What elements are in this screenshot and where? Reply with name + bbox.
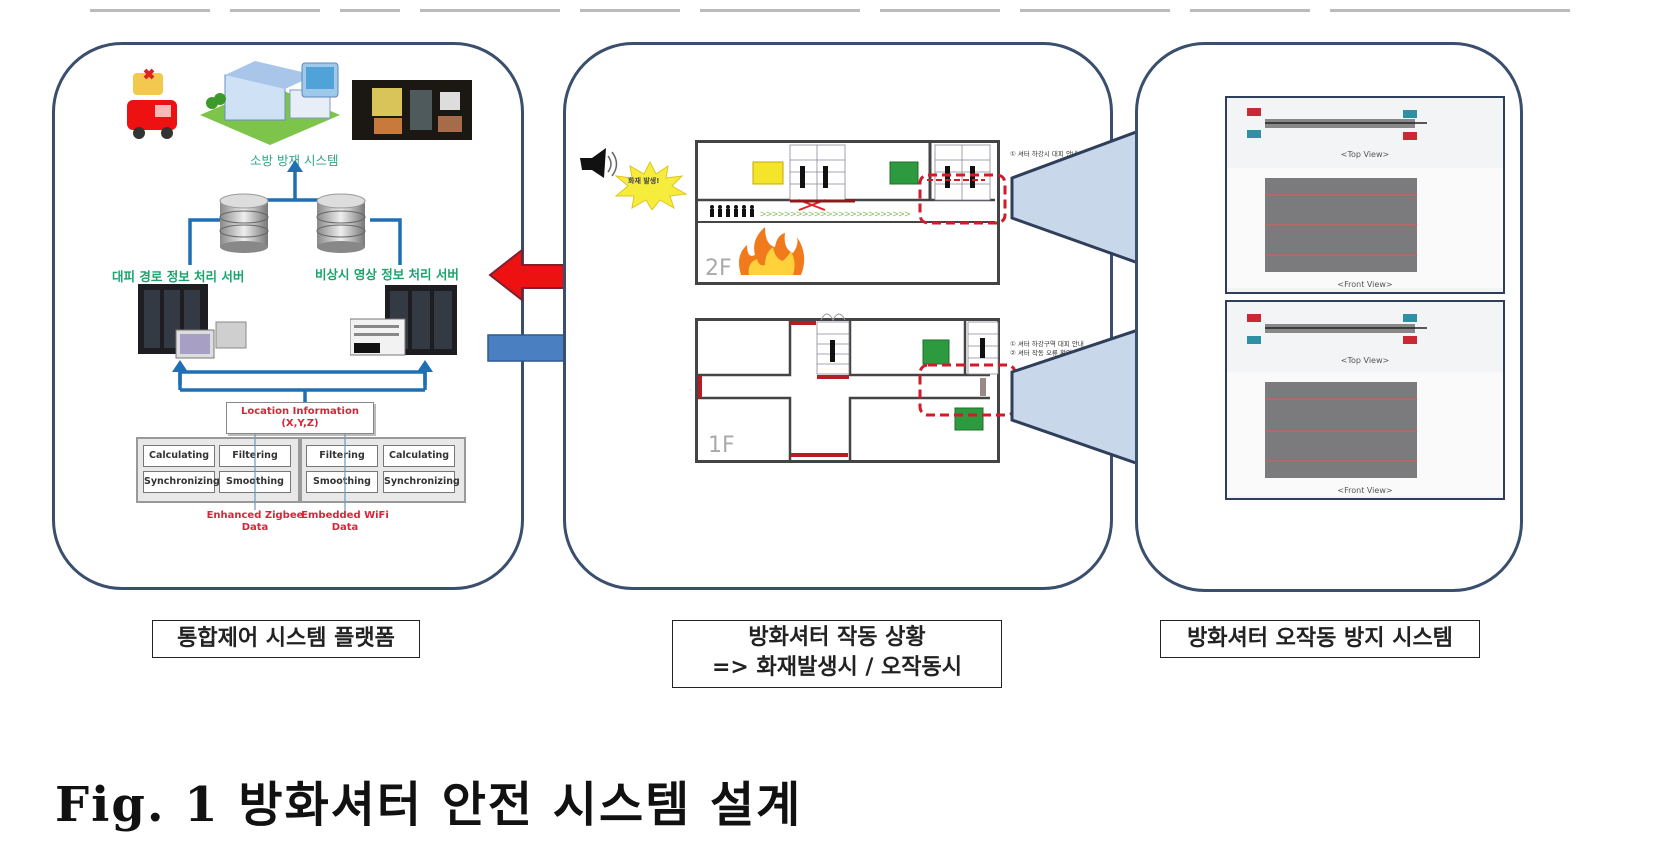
processing-links [254,434,346,510]
database-icon [315,193,367,259]
proc-synchronizing: Synchronizing [143,471,220,493]
fire-system-label: 소방 방재 시스템 [250,153,339,168]
danger-zone-2f [918,173,1007,225]
shutter-operation-caption-line1: 방화셔터 작동 상황 [748,625,926,650]
top-view-label: <Top View> [1340,150,1390,159]
floor-1f-details: 1F [690,313,1017,462]
fire-truck-icon [125,65,185,149]
arrowhead-fire-system [287,160,303,172]
front-view-label: <Front View> [1337,280,1393,289]
video-server-label: 비상시 영상 정보 처리 서버 [315,267,459,282]
connector-left-server [188,218,220,265]
arrowhead-right-server [417,360,433,372]
danger-zone-1f [918,363,1017,417]
exit-sign-1f-upper [922,339,950,365]
fire-alarm-burst-icon [610,160,690,214]
floor-1f-label: 1F [708,433,735,458]
proc-calculating: Calculating [383,445,455,467]
arrowhead-left-server [172,360,188,372]
cropped-text-line [90,0,1590,12]
exit-sign-2f [889,161,919,185]
floor-2f-details: >>>>>>>>>>>>>>>>>>>>>>>>> 2F [698,143,1007,281]
building-network-icon [190,55,350,154]
shutter-operation-panel [563,42,1113,590]
upper-floor-note: ① 셔터 하강시 대피 안내 [1010,150,1078,158]
top-view-label: <Top View> [1340,356,1390,365]
server-rack-icon [349,285,460,364]
shutter-front-view [1265,382,1417,478]
shutter-operation-caption: 방화셔터 작동 상황 => 화재발생시 / 오작동시 [672,620,1002,688]
top-view-diagram [1247,314,1427,344]
fire-alarm-text: 화재 발생! [628,177,660,185]
sensor-view-upper: <Top View> <Front View> [1225,96,1505,294]
proc-synchronizing: Synchronizing [383,471,460,493]
server-rack-icon [138,282,248,366]
top-view-diagram [1247,108,1427,140]
evacuation-server-label: 대피 경로 정보 처리 서버 [112,269,245,284]
lower-floor-note-2: ② 셔터 작동 오류 확인 후 정지 [1010,349,1095,357]
figure-title: Fig. 1 방화셔터 안전 시스템 설계 [55,777,803,833]
left-connectors [172,160,433,402]
exit-sign-1f-lower [954,407,984,431]
zigbee-source-label: Enhanced Zigbee Data [206,510,304,533]
location-info-line2: (X,Y,Z) [281,418,319,429]
cctv-monitor-image [352,80,472,140]
proc-calculating: Calculating [143,445,215,467]
shutter-front-view [1265,178,1417,272]
connector-right-server [370,218,402,265]
malfunction-prevention-caption: 방화셔터 오작동 방지 시스템 [1160,620,1480,658]
floor-2f-label: 2F [705,256,732,281]
location-info-line1: Location Information [241,406,359,417]
wifi-source-label: Embedded WiFi Data [301,510,389,533]
speaker-icon [578,148,618,188]
proc-filtering: Filtering [306,445,378,467]
warning-note [752,161,784,185]
integrated-control-caption: 통합제어 시스템 플랫폼 [152,620,420,658]
proc-smoothing: Smoothing [306,471,378,493]
shutter-operation-caption-line2: => 화재발생시 / 오작동시 [711,655,963,680]
front-view-label: <Front View> [1337,486,1393,495]
svg-text:>>>>>>>>>>>>>>>>>>>>>>>>>: >>>>>>>>>>>>>>>>>>>>>>>>> [760,209,911,220]
sensor-view-lower: <Top View> <Front View> [1225,300,1505,500]
fire-flame-icon [735,225,805,281]
location-information-box: Location Information (X,Y,Z) [226,402,374,434]
lower-floor-note-1: ① 셔터 하강구역 대피 안내 [1010,340,1084,348]
database-icon [218,193,270,259]
